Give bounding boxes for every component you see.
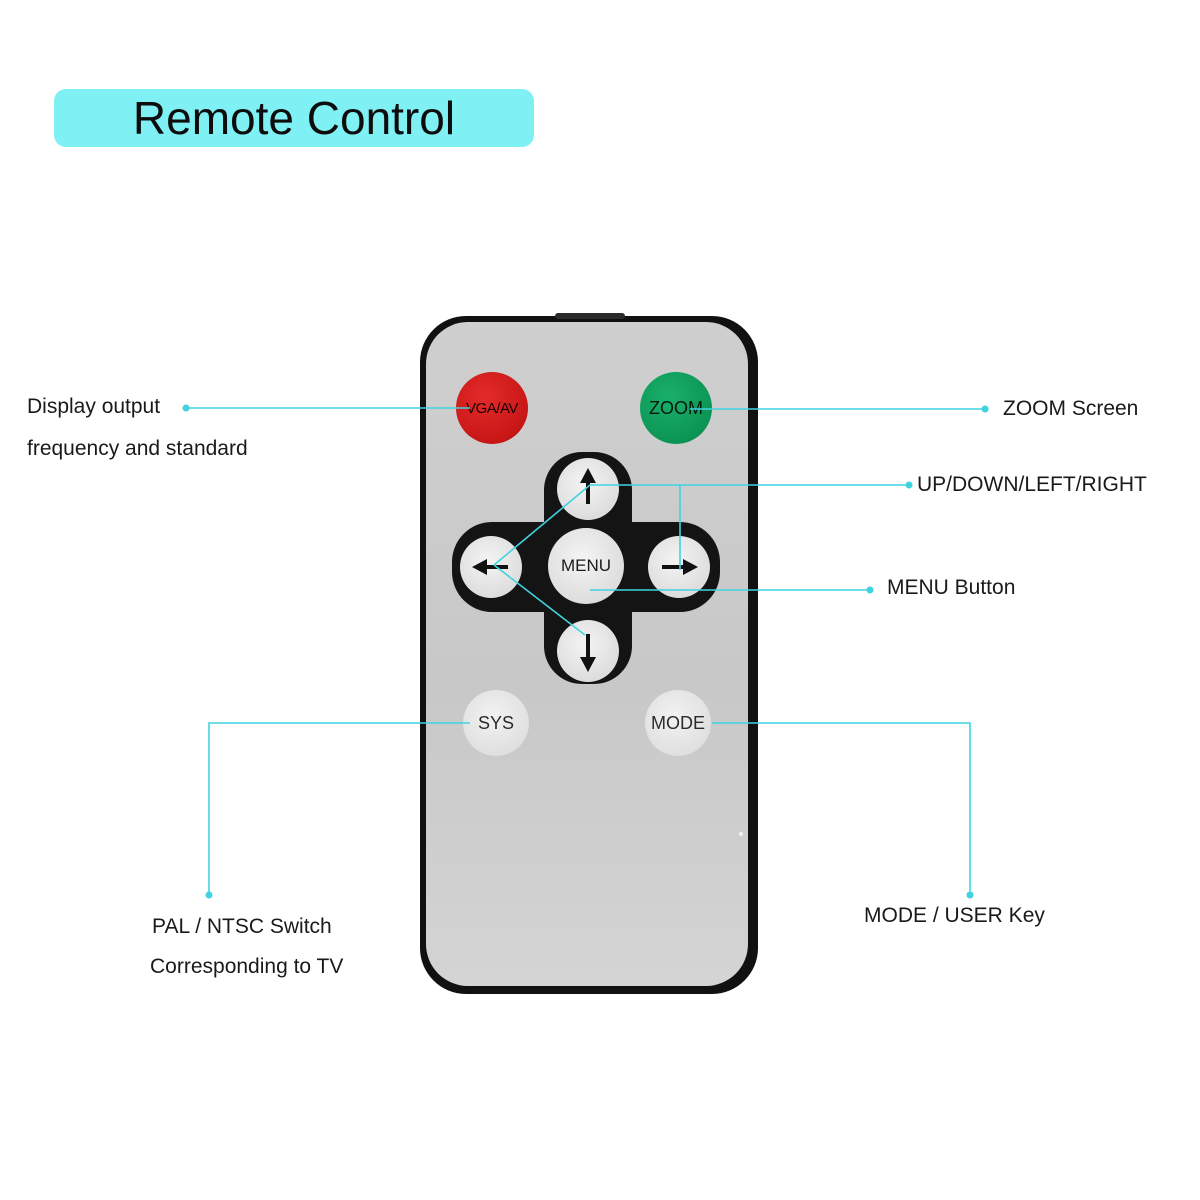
leader-dot: [182, 404, 190, 412]
right-button[interactable]: [648, 536, 710, 598]
leader-dot: [966, 891, 974, 899]
callout-pal-ntsc: PAL / NTSC Switch: [152, 915, 332, 938]
leader-sys: [208, 722, 470, 895]
leader-dot: [905, 481, 913, 489]
leader-mode: [712, 722, 971, 895]
callout-zoom-screen: ZOOM Screen: [1003, 397, 1139, 420]
arrow-down-icon: [580, 634, 596, 672]
leader-dot: [205, 891, 213, 899]
title-banner: Remote Control: [54, 89, 534, 147]
callout-menu-button: MENU Button: [887, 576, 1016, 599]
left-button[interactable]: [460, 536, 522, 598]
mode-button[interactable]: MODE: [645, 690, 711, 756]
callout-pal-ntsc-line2: Corresponding to TV: [150, 955, 344, 978]
leader-dot: [981, 405, 989, 413]
sys-button[interactable]: SYS: [463, 690, 529, 756]
leader-down: [493, 564, 586, 636]
leader-right: [679, 484, 907, 570]
callout-directions: UP/DOWN/LEFT/RIGHT: [917, 473, 1147, 496]
up-button[interactable]: [557, 458, 619, 520]
arrow-right-icon: [662, 559, 698, 575]
leader-dot: [866, 586, 874, 594]
callout-display-output: Display output: [27, 395, 161, 418]
ir-window: [555, 313, 625, 319]
callout-mode-user: MODE / USER Key: [864, 904, 1045, 927]
remote-screw-dot: [739, 832, 743, 836]
down-button[interactable]: [557, 620, 619, 682]
arrow-up-icon: [580, 468, 596, 504]
leader-left: [493, 484, 591, 566]
callout-display-output-line2: frequency and standard: [27, 437, 248, 460]
page-title: Remote Control: [132, 92, 456, 144]
zoom-button[interactable]: ZOOM: [640, 372, 712, 444]
menu-button[interactable]: MENU: [548, 528, 624, 604]
